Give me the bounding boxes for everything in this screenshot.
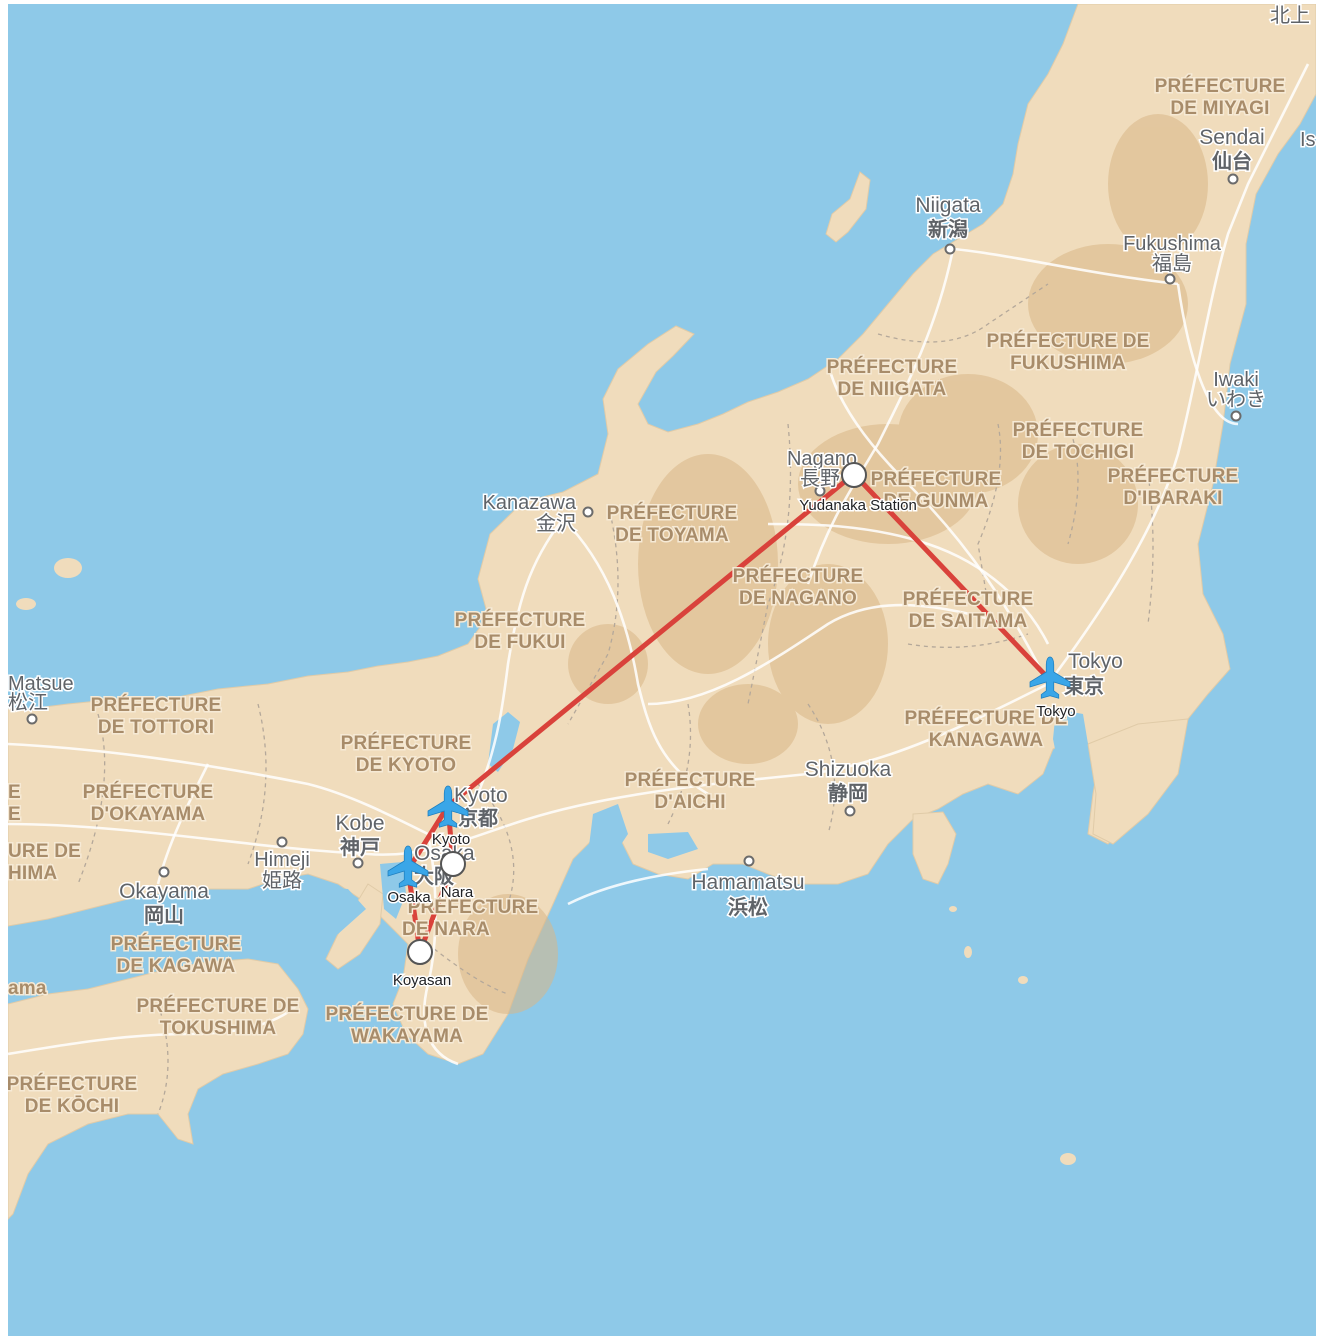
marker-osaka-airport[interactable] [387, 845, 429, 888]
mikawa-bay [648, 832, 698, 859]
marker-kyoto-airport[interactable] [427, 785, 469, 828]
marker-nara[interactable] [440, 851, 466, 877]
svg-text:福島: 福島 [1152, 252, 1192, 275]
route-tokyo-yudanaka [851, 471, 1051, 681]
svg-text:Shizuoka: Shizuoka [805, 758, 892, 781]
svg-text:Iwaki: Iwaki [1213, 369, 1259, 391]
svg-text:岡山: 岡山 [144, 903, 184, 927]
svg-text:Niigata: Niigata [915, 194, 981, 217]
izu-peninsula [912, 811, 957, 885]
svg-text:ama: ama [8, 978, 47, 999]
svg-text:長野: 長野 [800, 468, 840, 490]
svg-text:神戸: 神戸 [340, 835, 380, 859]
svg-text:東京: 東京 [1064, 674, 1104, 698]
svg-text:Kobe: Kobe [335, 812, 384, 835]
svg-text:京都: 京都 [458, 806, 498, 830]
svg-text:Tokyo: Tokyo [1068, 650, 1123, 673]
city-dots [26, 173, 1242, 878]
tokyo-bay [1053, 709, 1088, 774]
svg-text:静岡: 静岡 [828, 781, 868, 805]
stop-labels: Tokyo Yudanaka Station Kyoto Nara Osaka … [386, 496, 1077, 991]
svg-text:EE: EE [8, 782, 21, 825]
sado-island [825, 171, 871, 243]
prefecture-borders [77, 283, 1154, 1115]
svg-text:Matsue: Matsue [8, 673, 74, 695]
stop-label-kyoto: Kyoto [432, 831, 470, 848]
svg-text:Kanazawa: Kanazawa [483, 492, 577, 514]
island [54, 558, 82, 578]
svg-text:新潟: 新潟 [928, 217, 968, 241]
ise-bay [588, 804, 628, 864]
route-osaka-kyoto [405, 803, 451, 873]
svg-text:Fukushima: Fukushima [1123, 233, 1222, 255]
svg-text:Himeji: Himeji [254, 849, 310, 871]
airplane-icon [427, 785, 469, 828]
lake-biwa [488, 712, 520, 772]
city-labels: 北上 Sendai 仙台 Is Niigata 新潟 Fukushima 福島 … [8, 4, 1316, 929]
svg-text:Okayama: Okayama [119, 880, 209, 903]
svg-text:Kyoto: Kyoto [454, 784, 508, 807]
stop-label-koyasan: Koyasan [393, 972, 451, 989]
airplane-icon [1029, 656, 1071, 699]
island [16, 598, 36, 610]
stop-label-nara: Nara [441, 884, 474, 901]
road-network [8, 63, 1310, 1066]
svg-text:いわき: いわき [1206, 389, 1266, 411]
marker-tokyo-airport[interactable] [1029, 656, 1071, 699]
osaka-bay [380, 862, 406, 919]
airplane-icon [387, 845, 429, 888]
island [1060, 1153, 1076, 1165]
stop-label-yudanaka: Yudanaka Station [799, 497, 917, 514]
route-nara-koyasan [417, 861, 456, 955]
svg-text:仙台: 仙台 [1212, 149, 1252, 173]
boso-peninsula [1087, 718, 1189, 845]
island [964, 946, 972, 958]
svg-text:金沢: 金沢 [536, 512, 576, 535]
stop-label-osaka: Osaka [387, 889, 431, 906]
inland-sea [8, 886, 366, 994]
marker-koyasan[interactable] [407, 939, 433, 965]
stop-label-tokyo: Tokyo [1036, 703, 1075, 720]
shikoku-landmass [8, 958, 309, 1220]
svg-text:北上: 北上 [1270, 4, 1310, 27]
island [949, 906, 957, 912]
route-yudanaka-kyoto [445, 471, 857, 809]
svg-text:姫路: 姫路 [262, 869, 302, 892]
svg-text:Is: Is [1300, 129, 1316, 151]
island [1018, 976, 1028, 984]
svg-text:Hamamatsu: Hamamatsu [691, 871, 804, 894]
itinerary-route [405, 471, 1051, 955]
marker-yudanaka[interactable] [841, 462, 867, 488]
svg-text:浜松: 浜松 [728, 895, 768, 919]
svg-text:松江: 松江 [8, 691, 48, 714]
svg-text:Sendai: Sendai [1199, 126, 1264, 149]
